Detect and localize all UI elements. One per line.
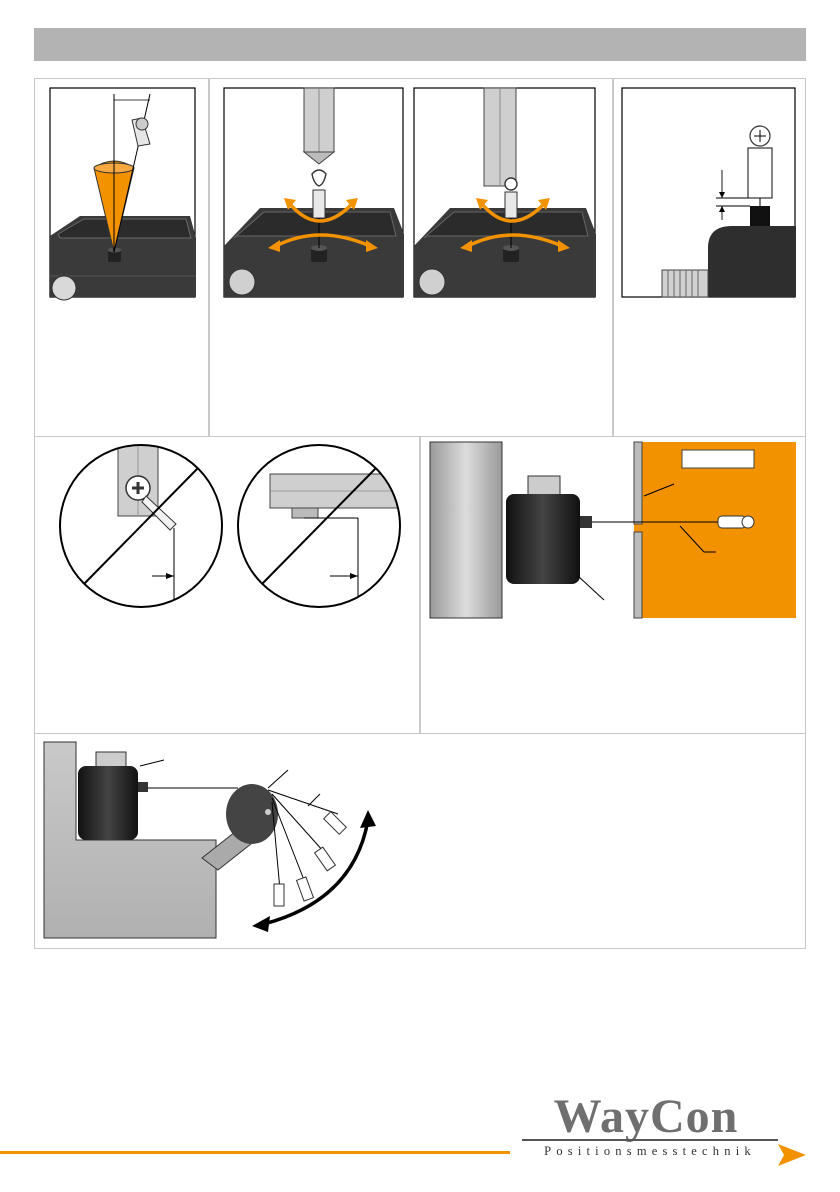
logo-tagline: Positionsmesstechnik xyxy=(520,1144,780,1159)
figure-wall-mounting xyxy=(428,440,796,620)
figure-prohibited-left xyxy=(56,444,226,610)
label-box xyxy=(682,450,754,468)
arrow-right-icon xyxy=(778,1144,806,1166)
figure-pulley xyxy=(42,740,382,940)
logo-rule xyxy=(522,1139,778,1141)
row-1-divider-b xyxy=(612,78,614,437)
figure-rotation-a xyxy=(224,88,404,298)
figure-rotation-b xyxy=(414,88,596,298)
row-2-divider xyxy=(419,436,421,734)
header-bar xyxy=(34,28,806,61)
row-1-divider-a xyxy=(208,78,210,437)
figure-prohibited-right xyxy=(234,444,404,610)
footer-accent-line xyxy=(0,1151,510,1154)
logo-wordmark: WayCon xyxy=(512,1089,780,1144)
figure-gap-dimension xyxy=(622,88,796,298)
figure-cone-alignment xyxy=(50,88,196,298)
waycon-logo: WayCon Positionsmesstechnik xyxy=(508,1095,808,1165)
